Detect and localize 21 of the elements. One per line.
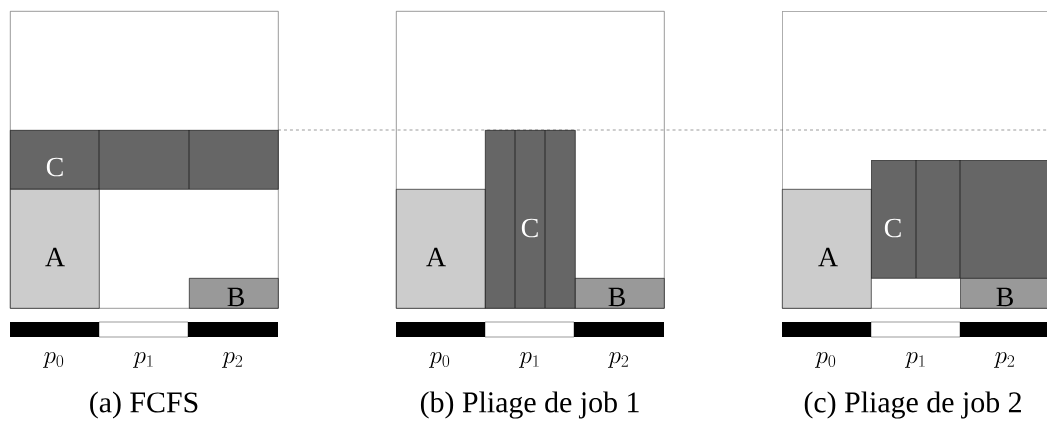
- job-block: A: [10, 189, 100, 309]
- caption: (c) Pliage de job 2: [804, 391, 1021, 419]
- processor-label: $p_2$: [221, 352, 243, 368]
- processor-label: $p_1$: [518, 352, 539, 368]
- job-block: C: [10, 129, 279, 190]
- processor-label: $p_1$: [904, 352, 925, 368]
- processor-label: $p_0$: [428, 352, 450, 368]
- job-block: A: [782, 189, 872, 309]
- processor-label: $p_2$: [607, 352, 629, 368]
- job-block: C: [871, 159, 1047, 279]
- processor-label: $p_2$: [993, 352, 1015, 368]
- job-block: B: [189, 278, 279, 309]
- job-block: B: [575, 278, 665, 309]
- processor-label: $p_1$: [132, 352, 153, 368]
- job-block: A: [396, 189, 486, 309]
- caption: (a) FCFS: [90, 391, 198, 419]
- caption: (b) Pliage de job 1: [420, 391, 639, 419]
- job-block: C: [485, 129, 576, 309]
- processor-label: $p_0$: [814, 352, 836, 368]
- processor-label: $p_0$: [42, 352, 64, 368]
- job-block: B: [960, 278, 1047, 309]
